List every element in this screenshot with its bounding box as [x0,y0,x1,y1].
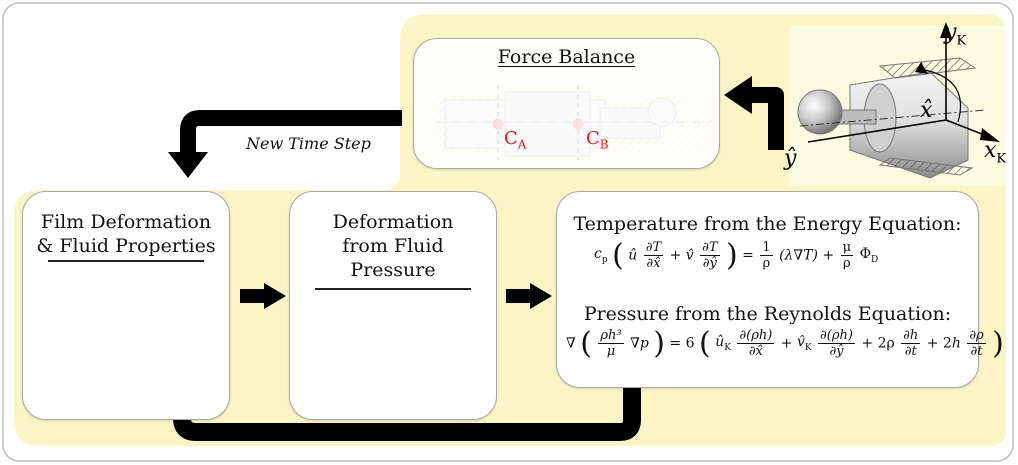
new-time-step-label: New Time Step [246,134,371,153]
deformation-box-rule [315,288,471,290]
film-box-underline [48,260,204,262]
equations-box: Temperature from the Energy Equation: Pr… [556,191,979,388]
arrow-new-time-step [180,110,402,156]
axis-x-label: xK [984,138,1007,167]
ball-joint-figure [790,22,1012,186]
deformation-box-title-line3: Pressure [350,259,436,281]
axis-yhat-label: ŷ [784,146,797,171]
deformation-box-title-line1: Deformation [332,211,454,233]
arrow-feedback-loop [173,388,641,441]
energy-equation-title: Temperature from the Energy Equation: [573,213,962,235]
film-box-title-line1: Film Deformation [40,211,212,233]
point-ca-label: CA [504,128,527,152]
deformation-box: Deformation from Fluid Pressure [289,191,497,420]
axis-y-label: yK [944,20,967,49]
point-cb-label: CB [586,128,609,152]
axis-xhat-label: x̂ [920,98,933,123]
film-box-title-line2: & Fluid Properties [36,235,216,257]
arrow-joint-to-force [748,87,784,150]
force-balance-title: Force Balance [497,46,636,68]
deformation-box-title-line2: from Fluid [342,235,444,257]
reynolds-equation-title: Pressure from the Reynolds Equation: [583,303,952,325]
film-deformation-box: Film Deformation & Fluid Properties [22,191,230,420]
force-balance-box: Force Balance [413,38,720,169]
